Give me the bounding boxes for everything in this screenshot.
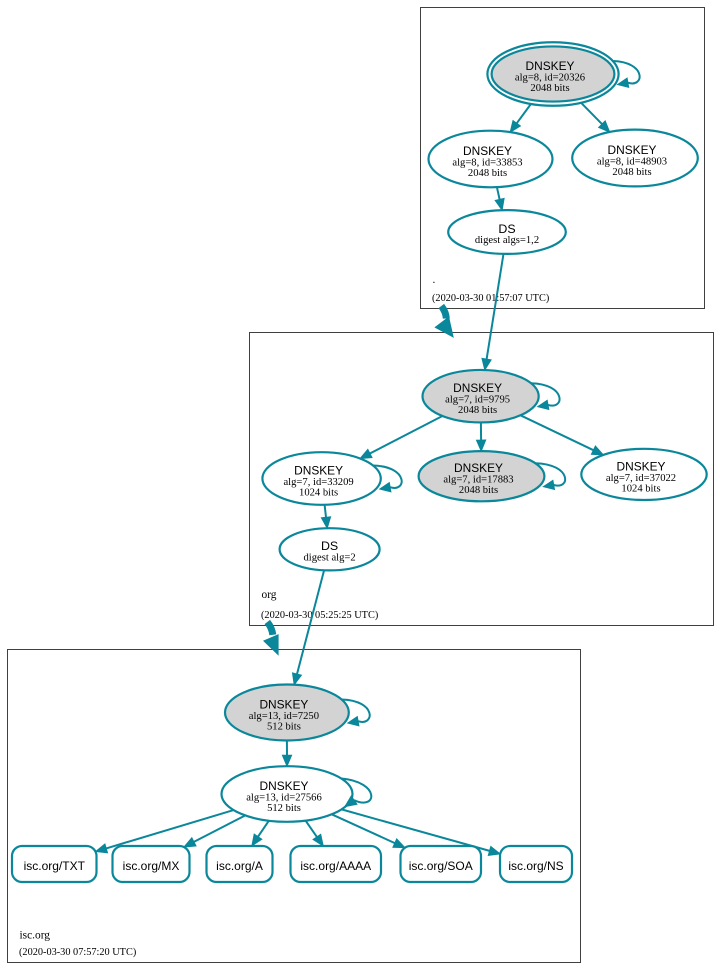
svg-text:DNSKEY: DNSKEY	[294, 464, 343, 478]
svg-text:512 bits: 512 bits	[267, 722, 301, 733]
svg-text:alg=7, id=9795: alg=7, id=9795	[445, 395, 510, 406]
svg-text:DNSKEY: DNSKEY	[526, 59, 575, 73]
svg-text:DNSKEY: DNSKEY	[463, 144, 512, 158]
svg-text:DNSKEY: DNSKEY	[608, 143, 657, 157]
svg-text:DNSKEY: DNSKEY	[260, 779, 309, 793]
svg-text:DS: DS	[498, 222, 515, 236]
svg-text:alg=13, id=27566: alg=13, id=27566	[246, 793, 322, 804]
svg-text:2048 bits: 2048 bits	[530, 83, 569, 94]
svg-text:isc.org/TXT: isc.org/TXT	[24, 859, 86, 873]
svg-text:alg=7, id=17883: alg=7, id=17883	[443, 475, 513, 486]
svg-text:(2020-03-30 05:25:25 UTC): (2020-03-30 05:25:25 UTC)	[261, 610, 378, 621]
svg-text:alg=7, id=33209: alg=7, id=33209	[283, 477, 353, 488]
svg-text:alg=8, id=33853: alg=8, id=33853	[452, 158, 522, 169]
svg-text:(2020-03-30 01:57:07 UTC): (2020-03-30 01:57:07 UTC)	[432, 293, 549, 304]
svg-text:2048 bits: 2048 bits	[459, 485, 498, 496]
svg-text:alg=7, id=37022: alg=7, id=37022	[606, 473, 676, 484]
svg-text:2048 bits: 2048 bits	[458, 405, 497, 416]
svg-text:2048 bits: 2048 bits	[612, 167, 651, 178]
svg-text:DNSKEY: DNSKEY	[453, 381, 502, 395]
svg-text:512 bits: 512 bits	[267, 803, 301, 814]
svg-text:DS: DS	[321, 539, 338, 553]
svg-text:DNSKEY: DNSKEY	[617, 459, 666, 473]
svg-text:alg=8, id=48903: alg=8, id=48903	[597, 157, 667, 168]
svg-text:isc.org/MX: isc.org/MX	[123, 859, 180, 873]
svg-text:isc.org/AAAA: isc.org/AAAA	[300, 859, 371, 873]
svg-text:alg=8, id=20326: alg=8, id=20326	[515, 73, 585, 84]
svg-text:DNSKEY: DNSKEY	[259, 698, 308, 712]
svg-text:(2020-03-30 07:57:20 UTC): (2020-03-30 07:57:20 UTC)	[19, 947, 136, 958]
svg-text:DNSKEY: DNSKEY	[454, 461, 503, 475]
svg-text:digest alg=2: digest alg=2	[304, 552, 356, 563]
svg-text:digest algs=1,2: digest algs=1,2	[475, 235, 539, 246]
svg-text:isc.org/SOA: isc.org/SOA	[409, 859, 473, 873]
svg-text:1024 bits: 1024 bits	[621, 483, 660, 494]
svg-text:alg=13, id=7250: alg=13, id=7250	[249, 711, 319, 722]
svg-text:1024 bits: 1024 bits	[299, 488, 338, 499]
svg-text:org: org	[262, 589, 277, 601]
svg-text:.: .	[433, 274, 436, 286]
svg-text:2048 bits: 2048 bits	[468, 168, 507, 179]
svg-text:isc.org/NS: isc.org/NS	[508, 859, 563, 873]
svg-text:isc.org: isc.org	[20, 930, 51, 942]
svg-text:isc.org/A: isc.org/A	[216, 859, 263, 873]
